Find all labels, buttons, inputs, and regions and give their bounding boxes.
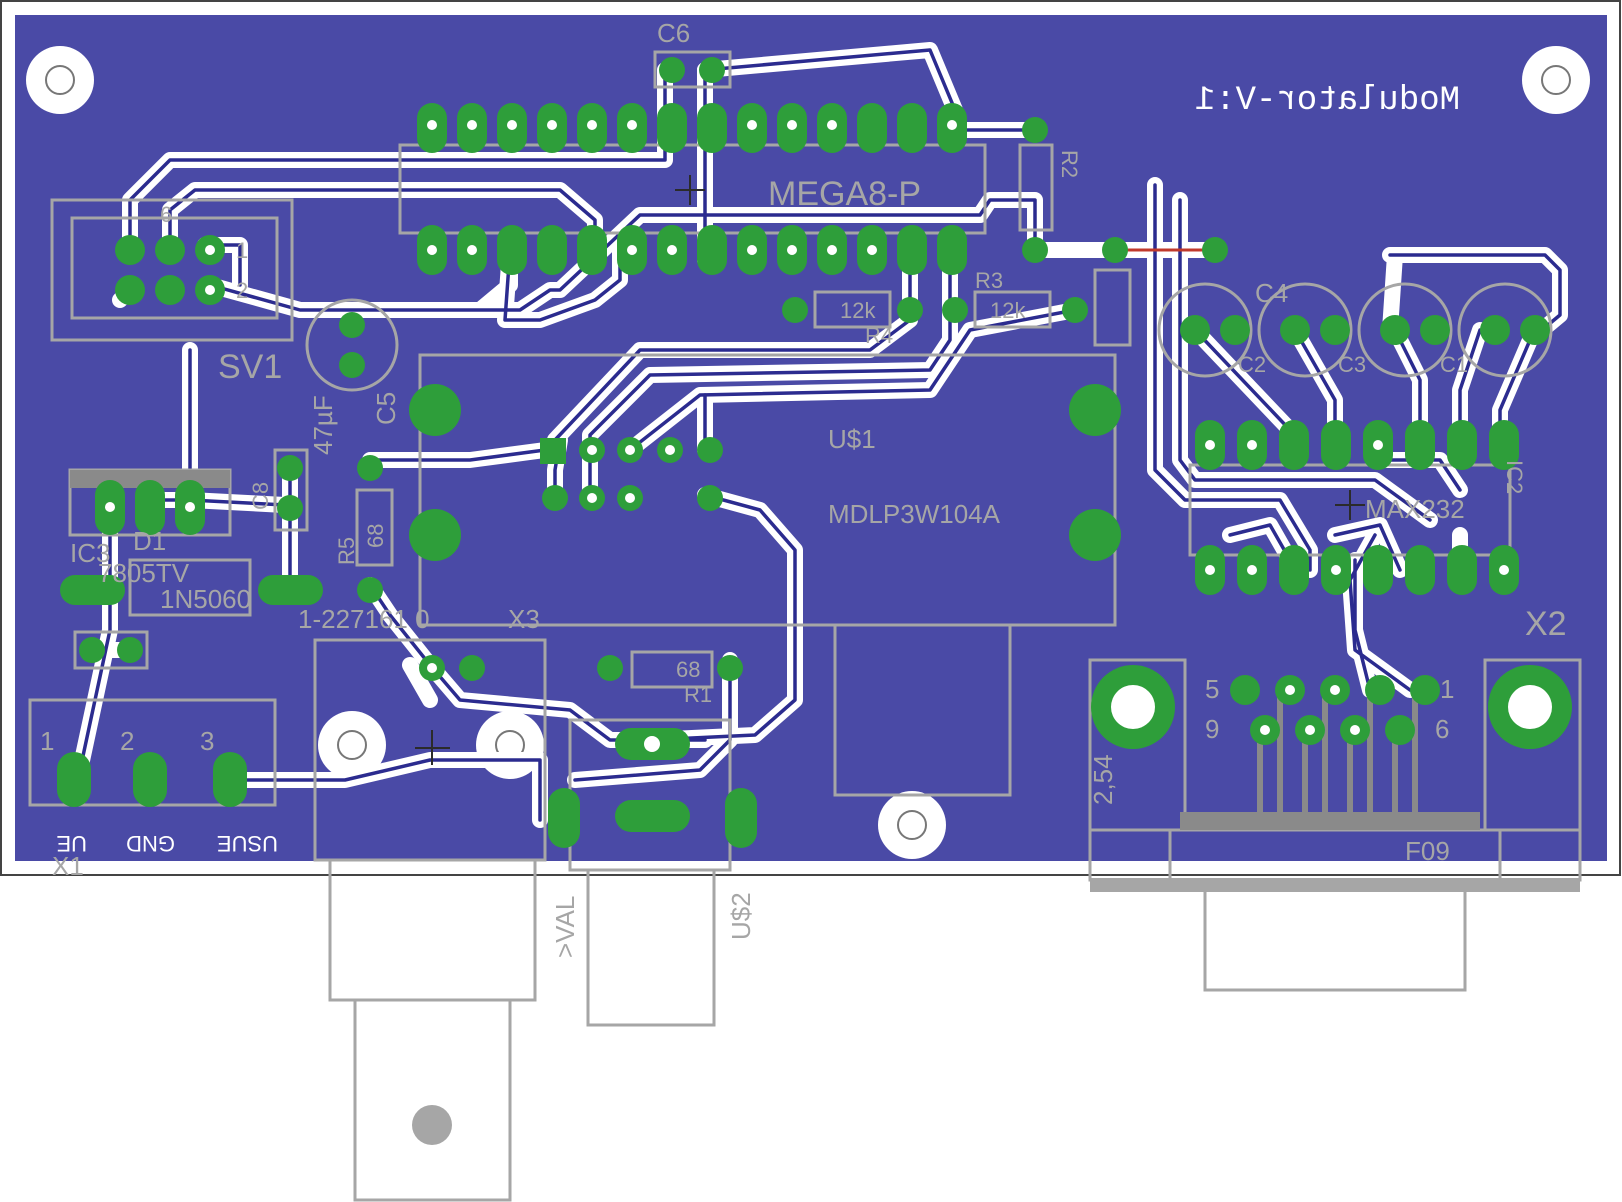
label-c4: C4 (1255, 278, 1288, 308)
label-x1-terminal-2: GND (126, 831, 175, 856)
label-reg-value: 7805TV (98, 558, 190, 588)
label-x1-pin2: 2 (120, 726, 134, 756)
label-r4-value: 12k (840, 298, 876, 323)
label-r3: R3 (975, 268, 1003, 293)
board-title: Modulator-V:1 (1195, 82, 1460, 120)
label-c8: C8 (248, 482, 273, 510)
label-ic3: IC3 (70, 538, 110, 568)
label-us1: U$1 (828, 424, 876, 454)
label-r5-value: 68 (363, 524, 388, 548)
mounting-hole (1522, 46, 1590, 114)
silkscreen-outlines (28, 50, 1582, 1202)
round-pads (57, 57, 1572, 848)
label-c5-value: 47µF (308, 395, 338, 455)
label-d1: D1 (133, 526, 166, 556)
label-mega8: MEGA8-P (768, 175, 921, 213)
label-c1: C1 (1440, 352, 1468, 377)
label-x1-pin3: 3 (200, 726, 214, 756)
mounting-hole (26, 46, 94, 114)
label-us2: U$2 (726, 892, 756, 940)
label-val: >VAL (550, 896, 580, 958)
label-r1-value: 68 (676, 657, 700, 682)
label-db9-pin5: 5 (1205, 674, 1219, 704)
label-ic2: IC2 (1502, 460, 1527, 494)
label-x1-pin1: 1 (40, 726, 54, 756)
label-c6: C6 (657, 18, 690, 48)
label-mdlp: MDLP3W104A (828, 499, 1001, 529)
label-sv1: SV1 (218, 348, 282, 386)
label-db9-pin6: 6 (1435, 714, 1449, 744)
label-x1-terminal-3: USUE (217, 831, 278, 856)
label-r1: R1 (684, 682, 712, 707)
label-sv1-pin2: 2 (236, 278, 248, 303)
label-r5: R5 (334, 537, 359, 565)
label-x1-terminal-1: UE (56, 831, 87, 856)
drill-holes (105, 120, 1509, 752)
label-max232: MAX232 (1365, 494, 1465, 524)
label-c3: C3 (1338, 352, 1366, 377)
silkscreen-labels: C6 MEGA8-P R2 R3 12k R4 12k C4 C2 C3 C1 … (40, 18, 1567, 958)
label-r4: R4 (865, 323, 893, 348)
label-x2: X2 (1525, 605, 1567, 643)
label-c2: C2 (1238, 352, 1266, 377)
label-db9-pin1: 1 (1440, 674, 1454, 704)
label-d1-part: 1N5060 (160, 584, 251, 614)
label-x1: X1 (52, 851, 84, 881)
mounting-hole (878, 791, 946, 859)
label-f09: F09 (1405, 836, 1450, 866)
label-pitch: 2,54 (1088, 754, 1118, 805)
label-x3: X3 (508, 604, 540, 634)
label-sv1-pin1: 1 (236, 238, 248, 263)
label-r3-value: 12k (990, 298, 1026, 323)
mounting-hole (318, 711, 386, 779)
label-sv1-pin6: 6 (160, 202, 172, 227)
board-title-text: Modulator-V:1 (1195, 82, 1460, 120)
max232-pads (1195, 420, 1519, 595)
label-r2: R2 (1057, 150, 1082, 178)
label-conn-part: 1-227161 0 (298, 604, 430, 634)
label-db9-pin9: 9 (1205, 714, 1219, 744)
label-c5: C5 (371, 392, 401, 425)
mega8-bottom-pads (417, 225, 967, 275)
